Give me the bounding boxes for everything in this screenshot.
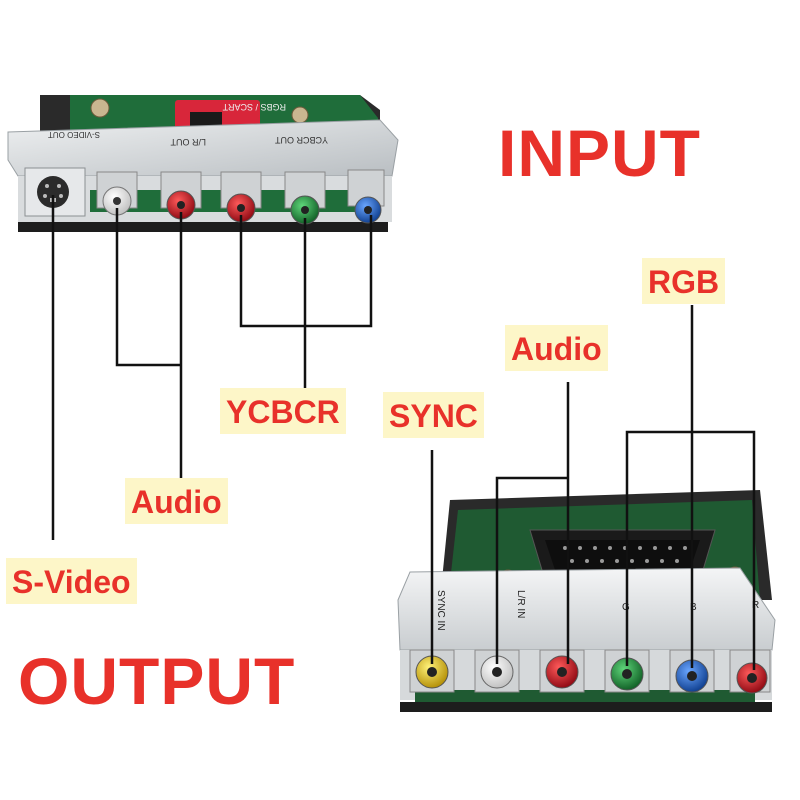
label-svideo: S-Video	[6, 558, 137, 604]
output-board: L/R OUT YCBCR OUT S-VIDEO OUT RGBS / SCA…	[7, 95, 399, 232]
input-silkscreen-sync: SYNC IN	[435, 590, 446, 631]
input-board: SYNC IN L/R IN G B R	[397, 490, 776, 712]
rca-jack-icon	[729, 649, 771, 694]
output-silkscreen-ycbcr: YCBCR OUT	[274, 135, 328, 145]
s-video-port-icon	[24, 167, 86, 217]
rca-jack-icon	[539, 649, 585, 693]
callout-lines	[51, 195, 756, 670]
rca-jack-icon	[96, 171, 138, 216]
rca-jack-icon	[160, 171, 202, 220]
input-silkscreen-lr: L/R IN	[515, 590, 526, 618]
input-heading: INPUT	[498, 116, 701, 190]
output-heading: OUTPUT	[18, 644, 296, 718]
rca-jack-icon	[347, 169, 385, 224]
label-audio-output: Audio	[125, 478, 228, 524]
rca-jack-icon	[409, 649, 455, 693]
rca-jack-icon	[284, 171, 326, 225]
label-ycbcr: YCBCR	[220, 388, 346, 434]
line-audio-out	[115, 208, 183, 480]
label-audio-input: Audio	[505, 325, 608, 371]
input-silkscreen-r: R	[752, 600, 759, 611]
line-audio-in	[495, 382, 570, 664]
output-silkscreen-svideo: S-VIDEO OUT	[48, 130, 100, 139]
label-sync: SYNC	[383, 392, 484, 438]
rca-jack-icon	[220, 171, 262, 223]
output-silkscreen-lr: L/R OUT	[170, 137, 206, 147]
label-rgb: RGB	[642, 258, 726, 304]
line-ycbcr	[239, 215, 373, 392]
scart-port-icon	[529, 529, 716, 581]
line-rgb	[625, 305, 756, 670]
rca-jack-icon	[604, 649, 650, 693]
input-silkscreen-b: B	[690, 602, 697, 613]
output-silkscreen-top: RGBS / SCART	[222, 102, 286, 112]
rca-jack-icon	[474, 649, 520, 693]
